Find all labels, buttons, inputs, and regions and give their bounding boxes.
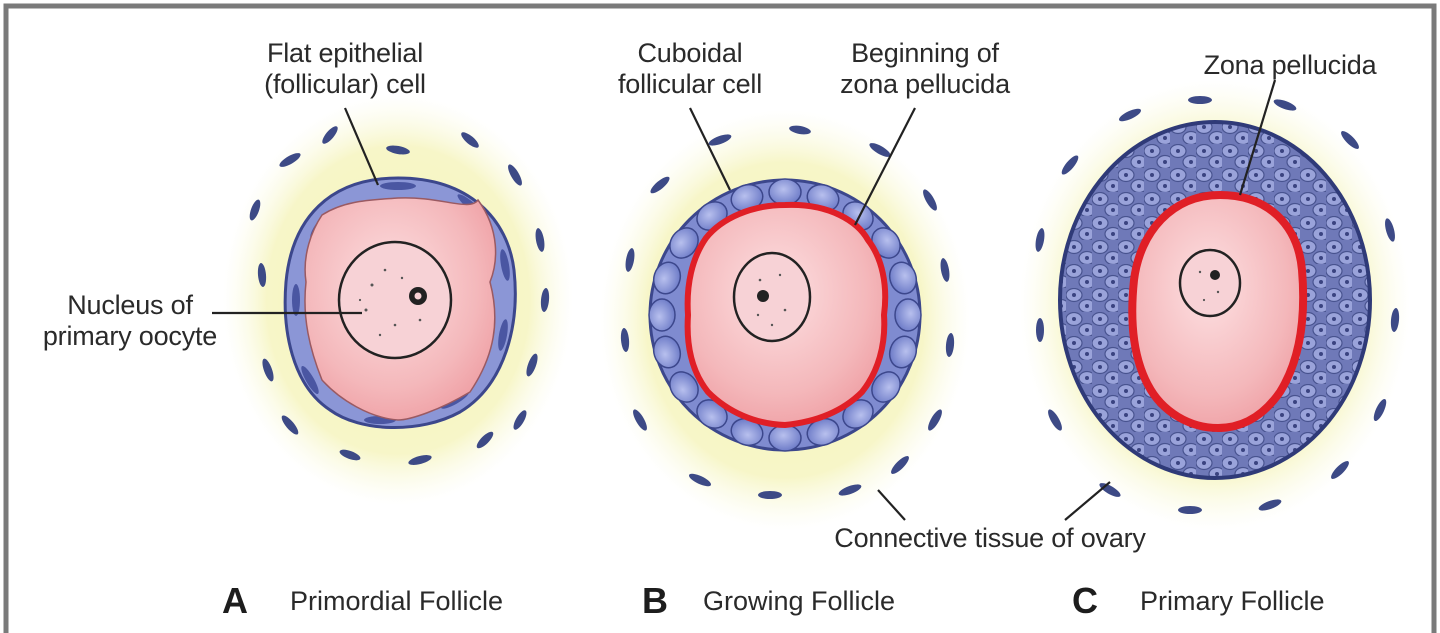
label-beginning-zona: Beginning of zona pellucida: [815, 38, 1035, 100]
panel-a-oocyte-nucleus: [337, 240, 453, 360]
panel-a-illustration: [223, 95, 573, 505]
panel-a-stroma-nuclei: [249, 126, 550, 465]
leader-flat-epithelial: [343, 107, 380, 186]
leader-zona-pellucida: [1238, 79, 1277, 196]
panel-b-oocyte-nucleus: [732, 251, 812, 343]
label-flat-epithelial: Flat epithelial (follicular) cell: [230, 38, 460, 100]
leader-lines: [212, 79, 1277, 521]
label-nucleus: Nucleus of primary oocyte: [20, 290, 240, 352]
leader-cuboidal: [689, 107, 731, 191]
label-zona-pellucida: Zona pellucida: [1203, 50, 1377, 80]
panel-b-letter: B: [642, 580, 668, 621]
panel-c-nucleolus: [1210, 270, 1220, 280]
label-cuboidal: Cuboidal follicular cell: [590, 38, 790, 100]
panel-c-chromatin: [1198, 270, 1220, 302]
panel-b-stroma-nuclei: [620, 125, 955, 499]
panel-c-title: Primary Follicle: [1140, 586, 1325, 616]
panel-b-nucleolus: [757, 290, 769, 302]
panel-b-illustration: [600, 110, 970, 530]
panel-a-letter: A: [222, 580, 248, 621]
panel-c-oocyte-nucleus: [1178, 248, 1242, 318]
label-cuboidal-line1: Cuboidal: [637, 38, 743, 68]
panel-c-letter: C: [1072, 580, 1098, 621]
panel-a-chromatin: [358, 268, 422, 337]
panel-b-chromatin: [756, 273, 787, 327]
panel-b-cuboidal-cells: [648, 178, 922, 452]
label-flat-epithelial-line1: Flat epithelial: [266, 38, 424, 68]
panel-a-title: Primordial Follicle: [290, 586, 504, 616]
label-connective-tissue: Connective tissue of ovary: [834, 523, 1146, 553]
label-cuboidal-line2: follicular cell: [617, 69, 763, 99]
leader-connective-c: [1064, 481, 1111, 521]
leader-beginning-zona: [854, 107, 916, 226]
leader-connective-b: [877, 489, 906, 521]
label-flat-epithelial-line2: (follicular) cell: [264, 69, 426, 99]
panel-c-illustration: [1020, 80, 1410, 530]
label-nucleus-line1: Nucleus of: [67, 290, 193, 320]
label-beginning-zona-line2: zona pellucida: [840, 69, 1010, 99]
label-beginning-zona-line1: Beginning of: [851, 38, 999, 68]
panel-b-title: Growing Follicle: [703, 586, 896, 616]
label-nucleus-line2: primary oocyte: [42, 321, 218, 351]
